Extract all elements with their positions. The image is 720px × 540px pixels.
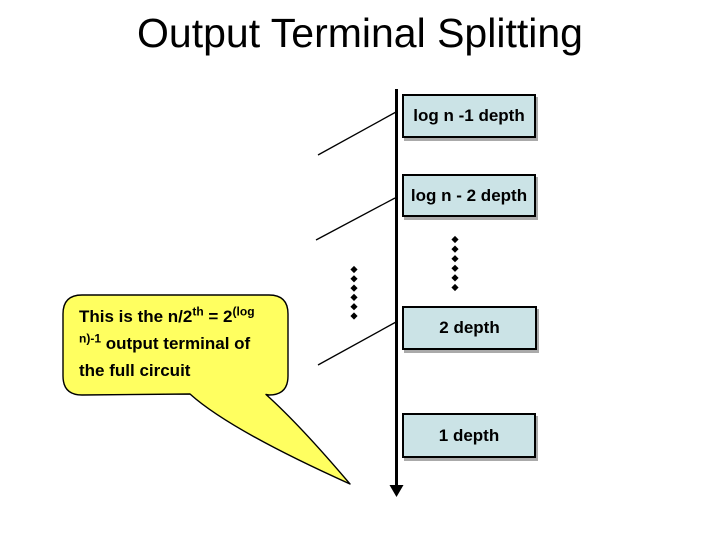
depth-box-label: 1 depth (438, 425, 500, 445)
callout-sup-th: th (192, 304, 204, 319)
depth-box-label: 2 depth (439, 318, 500, 337)
callout-bubble-shape (62, 294, 351, 485)
depth-box-label: log n -1 depth (413, 106, 525, 125)
callout-text-part2: = 2 (203, 307, 233, 326)
split-branch-line-top (317, 111, 397, 156)
split-branch-line-middle (315, 197, 396, 241)
depth-box-log-n-minus-2: log n - 2 depth (402, 174, 536, 217)
depth-box-1: 1 depth (402, 413, 536, 458)
vertical-ellipsis-icon (350, 265, 358, 320)
slide-title: Output Terminal Splitting (137, 10, 583, 56)
callout-text-part3: output terminal of the full circuit (79, 334, 251, 380)
depth-box-label: log n - 2 depth (410, 185, 528, 205)
depth-box-2: 2 depth (402, 306, 537, 350)
callout-sup-exponent: (log n)-1 (79, 304, 255, 346)
down-arrow-line-icon (389, 89, 404, 497)
vertical-ellipsis-icon (451, 235, 459, 292)
arrowhead-icon (389, 485, 404, 497)
callout-text-part1: This is the n/2 (79, 307, 193, 326)
callout-text: This is the n/2th = 2(log n)-1 output te… (79, 303, 279, 384)
depth-box-log-n-minus-1: log n -1 depth (402, 94, 536, 138)
split-branch-line-bottom (317, 321, 397, 366)
